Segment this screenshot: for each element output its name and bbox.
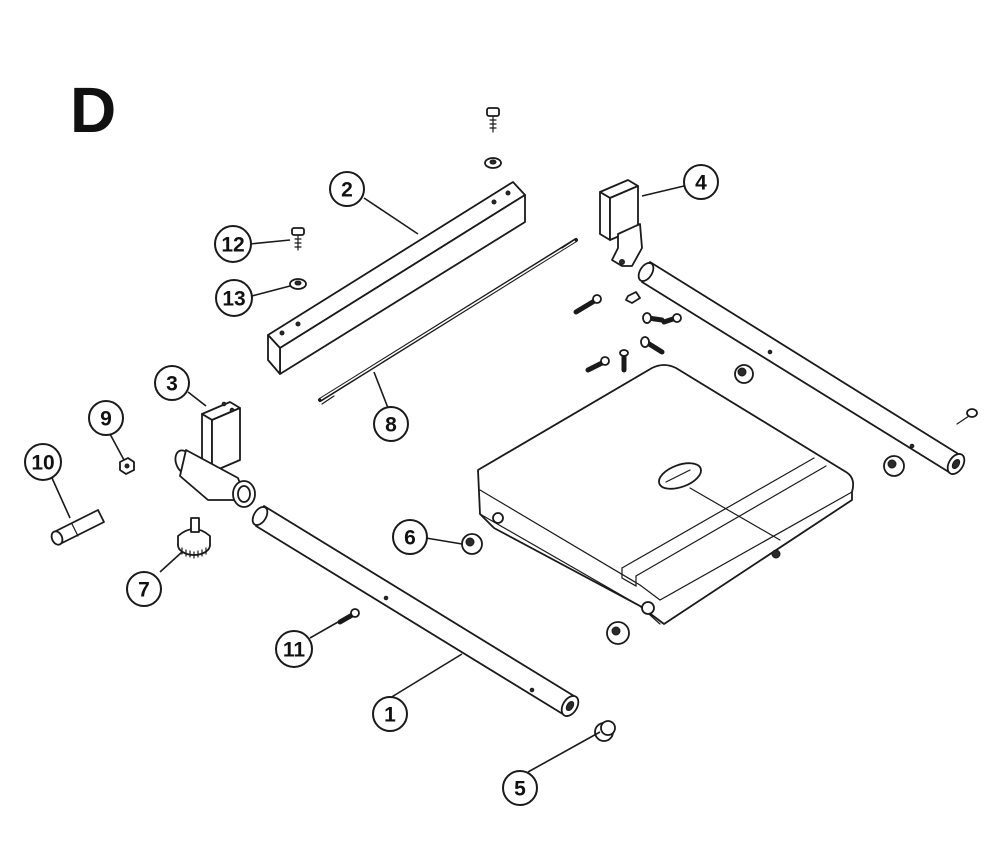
- part-3-front-bracket: [174, 401, 256, 508]
- callout-9: 9: [88, 400, 124, 436]
- part-9-nut: [119, 457, 135, 475]
- hardware-cluster: [573, 291, 682, 373]
- callout-3: 3: [154, 365, 190, 401]
- callout-13: 13: [215, 279, 253, 317]
- part-11-screw: [337, 608, 360, 625]
- svg-text:3: 3: [166, 373, 178, 396]
- part-2-fence-rail: [267, 181, 526, 375]
- callout-12: 12: [214, 225, 252, 263]
- callout-1: 1: [372, 696, 408, 732]
- spacer-upper: [734, 364, 754, 384]
- svg-text:4: 4: [695, 172, 707, 195]
- part-5-end-cap: [594, 720, 616, 742]
- svg-text:8: 8: [385, 414, 397, 437]
- svg-text:12: 12: [221, 234, 244, 257]
- svg-text:9: 9: [100, 408, 112, 431]
- svg-text:5: 5: [514, 778, 526, 801]
- part-10-pin: [50, 509, 105, 546]
- part-8-threaded-rod: [318, 238, 578, 405]
- part-12-screw: [291, 227, 305, 251]
- part-1-front-tube: [251, 505, 580, 717]
- part-4-rear-bracket: [599, 179, 643, 267]
- spacer-right: [883, 455, 905, 477]
- svg-text:10: 10: [31, 452, 54, 475]
- leader-lines: [51, 185, 685, 773]
- section-letter: D: [70, 74, 116, 146]
- small-screw-right: [956, 408, 978, 425]
- callout-6: 6: [392, 519, 428, 555]
- callout-4: 4: [683, 164, 719, 200]
- callout-2: 2: [329, 171, 365, 207]
- callout-5: 5: [502, 770, 538, 806]
- rear-tube: [637, 261, 966, 475]
- svg-text:6: 6: [404, 527, 416, 550]
- callout-10: 10: [24, 443, 62, 481]
- spacer-lower: [606, 621, 630, 645]
- part-7-knob: [177, 517, 211, 559]
- svg-text:7: 7: [138, 579, 150, 602]
- part-6-spacer: [461, 533, 483, 555]
- part-13-washer: [289, 278, 307, 290]
- svg-text:1: 1: [384, 704, 396, 727]
- callout-7: 7: [126, 571, 162, 607]
- callout-11: 11: [275, 630, 313, 668]
- top-bolt: [486, 107, 500, 133]
- table-top: [477, 364, 855, 625]
- svg-text:11: 11: [283, 639, 306, 662]
- top-washer: [484, 157, 502, 169]
- svg-text:2: 2: [341, 179, 353, 202]
- svg-text:13: 13: [222, 288, 245, 311]
- callout-8: 8: [373, 406, 409, 442]
